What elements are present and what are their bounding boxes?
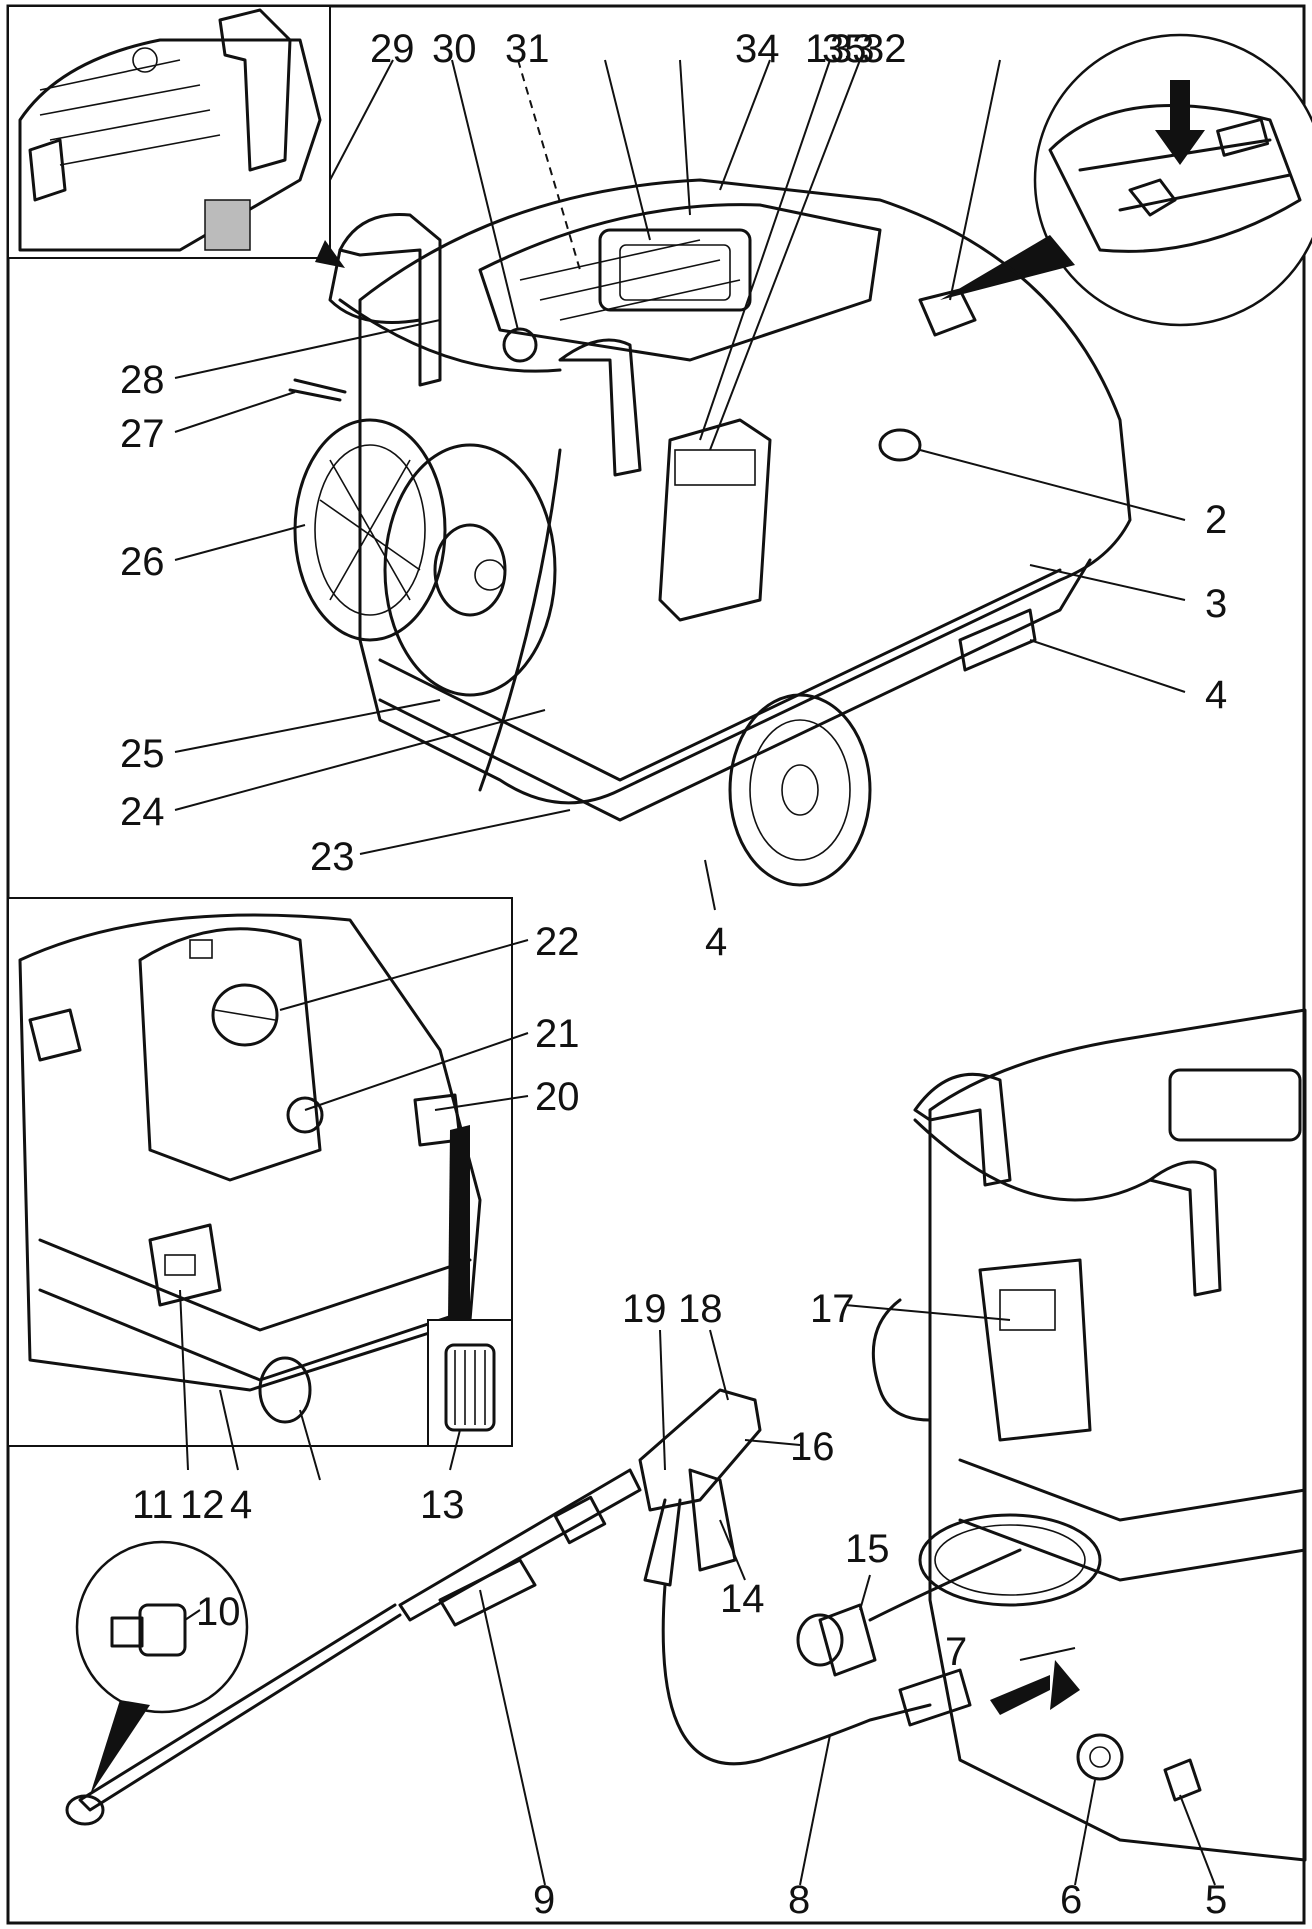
callout-32: 32 — [862, 27, 907, 71]
inset-coupling-detail — [1033, 33, 1312, 327]
callout-8: 8 — [788, 1878, 810, 1922]
callout-14: 14 — [720, 1577, 765, 1621]
callout-28: 28 — [120, 358, 165, 402]
callout-24: 24 — [120, 790, 165, 834]
callout-9: 9 — [533, 1878, 555, 1922]
inset-handle-detail — [7, 5, 331, 259]
inset-front-view — [7, 897, 513, 1447]
callout-1: 1 — [805, 27, 827, 71]
main-unit-front-view — [796, 1008, 1307, 1862]
callout-12: 12 — [180, 1483, 225, 1527]
inset-nozzle-detail — [75, 1540, 249, 1795]
callout-29: 29 — [370, 27, 415, 71]
callout-25: 25 — [120, 732, 165, 776]
callout-33: 33 — [830, 27, 875, 71]
callout-11: 11 — [132, 1483, 174, 1527]
callout-30: 30 — [432, 27, 477, 71]
main-unit-rear-view — [288, 178, 1132, 887]
callout-15: 15 — [845, 1527, 890, 1571]
callout-23: 23 — [310, 835, 355, 879]
callout-4-right: 4 — [1205, 673, 1227, 717]
callout-26: 26 — [120, 540, 165, 584]
callout-5: 5 — [1205, 1878, 1227, 1922]
leader-lines — [174, 59, 1216, 1886]
callout-27: 27 — [120, 412, 165, 456]
callout-labels: 29 30 31 34 1 35 33 32 28 27 26 25 24 23… — [120, 27, 1227, 1922]
callout-35: 35 — [822, 27, 867, 71]
callout-6: 6 — [1060, 1878, 1082, 1922]
callout-16: 16 — [790, 1425, 835, 1469]
callout-17: 17 — [810, 1287, 855, 1331]
callout-34: 34 — [735, 27, 780, 71]
callout-21: 21 — [535, 1012, 580, 1056]
callout-19: 19 — [622, 1287, 667, 1331]
callout-2: 2 — [1205, 498, 1227, 542]
callout-4-wheel: 4 — [705, 920, 727, 964]
callout-7: 7 — [945, 1630, 967, 1674]
callout-31: 31 — [505, 27, 550, 71]
callout-4-inset: 4 — [230, 1483, 252, 1527]
callout-10: 10 — [196, 1590, 241, 1634]
callout-20: 20 — [535, 1075, 580, 1119]
callout-13: 13 — [420, 1483, 465, 1527]
callout-3: 3 — [1205, 582, 1227, 626]
callout-22: 22 — [535, 920, 580, 964]
trigger-gun-and-lance — [65, 1388, 972, 1826]
callout-18: 18 — [678, 1287, 723, 1331]
